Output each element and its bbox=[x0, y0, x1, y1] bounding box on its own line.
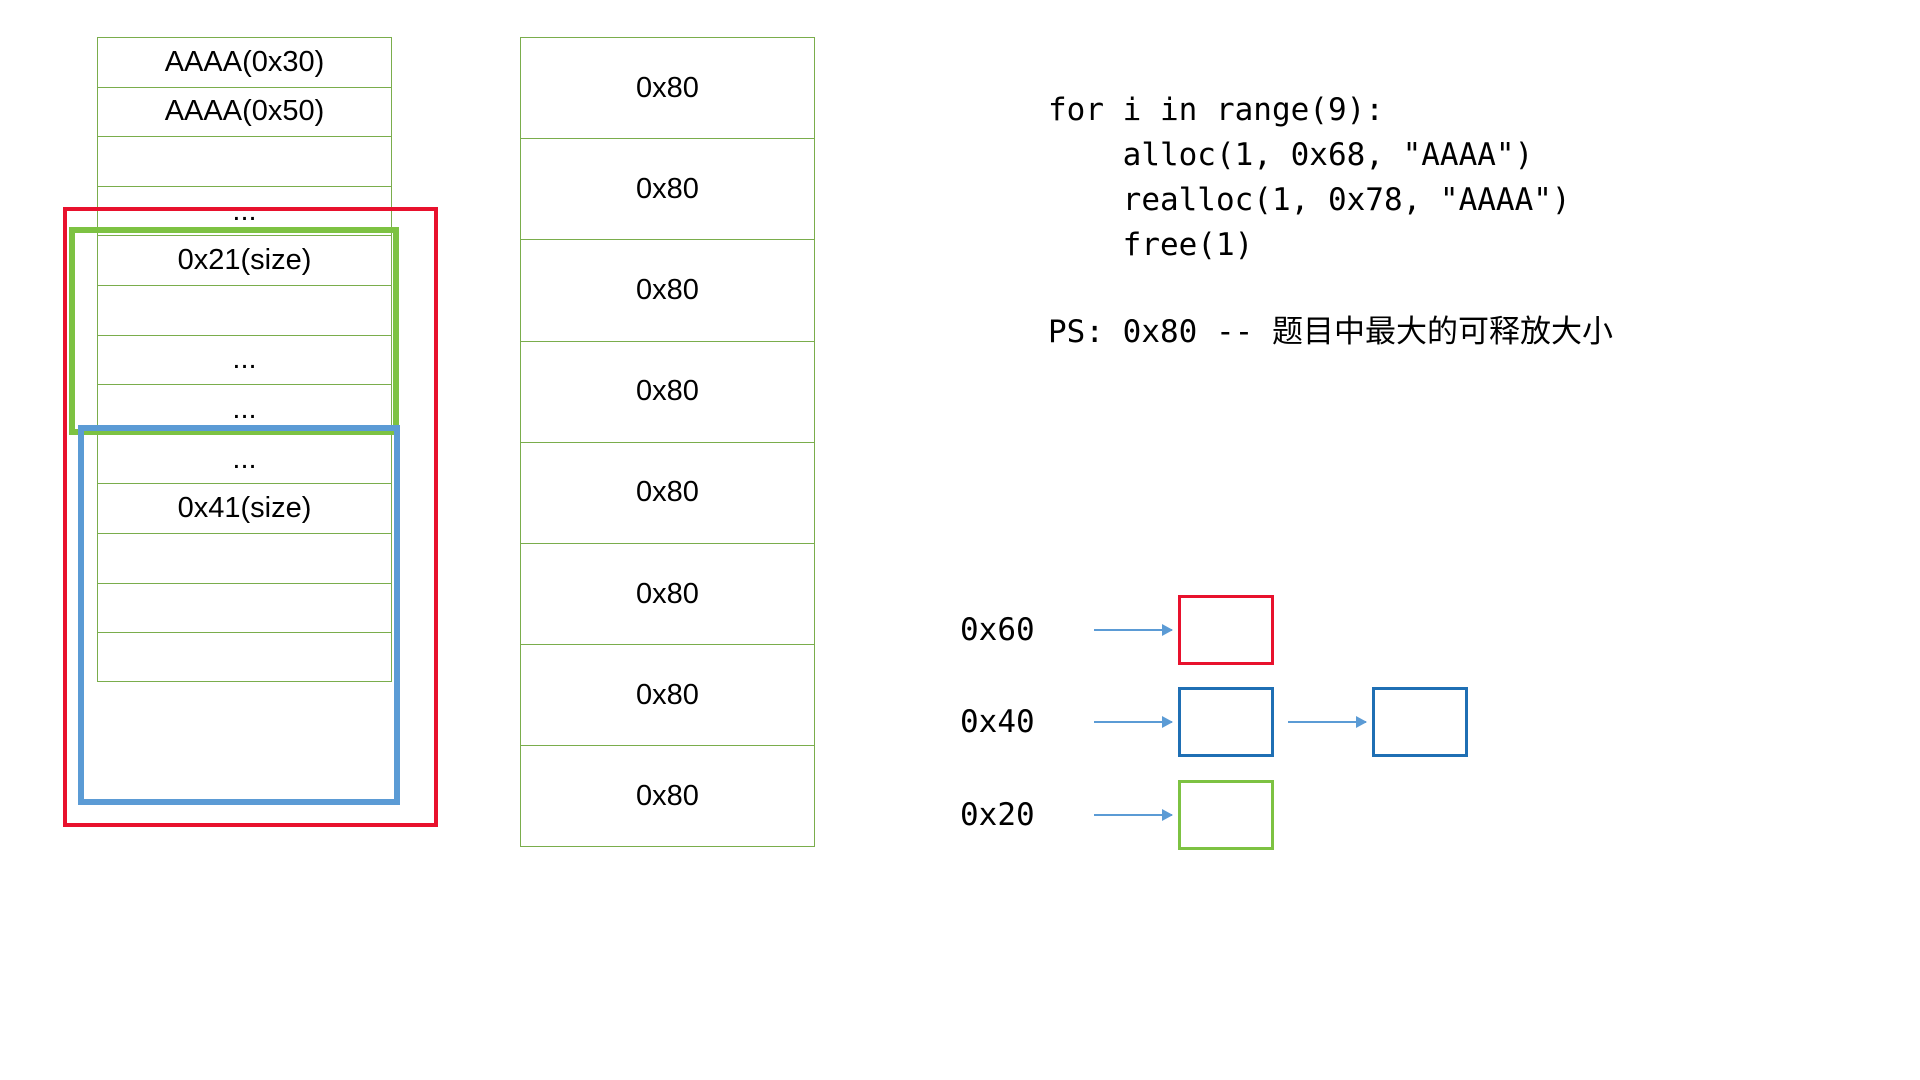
memory-cell bbox=[98, 584, 391, 634]
heap-chunk-column: AAAA(0x30) AAAA(0x50) ... 0x21(size) ...… bbox=[97, 37, 392, 682]
memory-cell-label: ... bbox=[232, 392, 257, 425]
memory-cell bbox=[98, 534, 391, 584]
memory-cell-label: 0x80 bbox=[636, 780, 699, 813]
arrow-icon bbox=[1288, 716, 1367, 728]
memory-cell: 0x80 bbox=[521, 746, 814, 847]
memory-cell-label: AAAA(0x30) bbox=[164, 45, 325, 78]
arrow-icon bbox=[1094, 809, 1173, 821]
legend-size-label: 0x20 bbox=[960, 797, 1035, 833]
legend-size-label: 0x40 bbox=[960, 704, 1035, 740]
red-region-highlight bbox=[63, 207, 438, 827]
arrow-icon bbox=[1094, 624, 1173, 636]
chunk-box-blue bbox=[1372, 687, 1468, 757]
code-snippet: for i in range(9): alloc(1, 0x68, "AAAA"… bbox=[1048, 92, 1571, 263]
memory-cell: ... bbox=[98, 336, 391, 386]
memory-cell-label: 0x80 bbox=[636, 577, 699, 610]
memory-cell-label: AAAA(0x50) bbox=[164, 95, 325, 128]
memory-cell: AAAA(0x50) bbox=[98, 88, 391, 138]
arrow-icon bbox=[1094, 716, 1173, 728]
memory-cell: 0x80 bbox=[521, 38, 814, 140]
chunk-box-blue bbox=[1178, 687, 1274, 757]
memory-cell-label: ... bbox=[232, 343, 257, 376]
ps-note: PS: 0x80 -- 题目中最大的可释放大小 bbox=[1048, 314, 1613, 350]
blue-region-highlight bbox=[78, 425, 400, 805]
memory-cell: 0x80 bbox=[521, 342, 814, 443]
memory-cell bbox=[98, 137, 391, 187]
memory-cell: 0x80 bbox=[521, 240, 814, 342]
memory-cell: 0x80 bbox=[521, 544, 814, 646]
memory-cell: 0x80 bbox=[521, 139, 814, 241]
legend-row: 0x40 bbox=[960, 682, 1468, 762]
chunk-box-red bbox=[1178, 595, 1274, 665]
memory-cell-label: 0x80 bbox=[636, 678, 699, 711]
chunk-box-green bbox=[1178, 780, 1274, 850]
memory-cell bbox=[98, 286, 391, 336]
memory-cell-label: 0x80 bbox=[636, 476, 699, 509]
memory-cell-label: 0x80 bbox=[636, 375, 699, 408]
legend-size-label: 0x60 bbox=[960, 612, 1035, 648]
memory-cell-label: 0x41(size) bbox=[177, 492, 312, 525]
green-region-highlight bbox=[69, 227, 399, 435]
legend-row: 0x20 bbox=[960, 775, 1274, 855]
memory-cell-label: ... bbox=[232, 442, 257, 475]
memory-cell: 0x80 bbox=[521, 443, 814, 544]
memory-cell: 0x41(size) bbox=[98, 484, 391, 534]
bin-legend: 0x60 0x40 0x20 bbox=[960, 590, 1480, 860]
memory-cell-label: 0x80 bbox=[636, 71, 699, 104]
memory-cell: ... bbox=[98, 435, 391, 485]
memory-cell: 0x80 bbox=[521, 645, 814, 747]
legend-row: 0x60 bbox=[960, 590, 1274, 670]
free-size-column: 0x80 0x80 0x80 0x80 0x80 0x80 0x80 0x80 bbox=[520, 37, 815, 847]
memory-cell: AAAA(0x30) bbox=[98, 38, 391, 88]
memory-cell-label: 0x80 bbox=[636, 273, 699, 306]
memory-cell-label: 0x21(size) bbox=[177, 244, 312, 277]
memory-cell-label: 0x80 bbox=[636, 172, 699, 205]
memory-cell: 0x21(size) bbox=[98, 236, 391, 286]
